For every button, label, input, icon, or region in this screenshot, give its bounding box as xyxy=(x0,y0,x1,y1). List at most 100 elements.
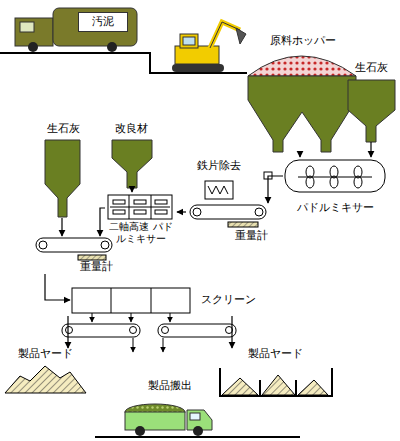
twin-shaft-mixer xyxy=(155,200,167,204)
twin-shaft-mixer: 二軸高速 パドルミキサー xyxy=(105,192,177,244)
node-label: 生石灰 xyxy=(47,123,80,136)
excavator xyxy=(210,22,240,48)
node-label: 製品ヤード xyxy=(18,348,73,361)
twin-shaft-mixer xyxy=(113,210,125,214)
belt-conveyor xyxy=(158,324,236,337)
quicklime-silo xyxy=(348,80,395,142)
product-yard-bunker xyxy=(298,380,328,395)
product-truck xyxy=(125,412,185,430)
belt-conveyor xyxy=(78,255,106,260)
product-truck xyxy=(125,404,212,436)
twin-shaft-mixer xyxy=(110,207,170,208)
node-label: 汚泥 xyxy=(92,16,114,29)
paddle-mixer xyxy=(285,160,385,192)
excavator xyxy=(210,22,240,48)
belt-conveyor xyxy=(36,238,112,260)
weigh-conveyor: 重量計 xyxy=(186,203,270,243)
product-truck: 製品搬出 xyxy=(120,380,220,438)
twin-shaft-mixer xyxy=(155,210,167,214)
screen xyxy=(170,313,171,322)
belt-conveyor xyxy=(228,222,258,227)
sludge-truck xyxy=(15,8,137,52)
paddle-mixer xyxy=(330,176,338,188)
modifier-hopper: 改良材 xyxy=(105,123,157,188)
belt-conveyor xyxy=(39,241,47,249)
belt-conveyor xyxy=(101,241,109,249)
screen xyxy=(72,288,190,313)
flow-arrow xyxy=(370,142,371,157)
twin-shaft-mixer xyxy=(108,195,172,219)
magnet xyxy=(205,181,233,199)
product-truck xyxy=(193,426,203,436)
node-label: 改良材 xyxy=(115,123,148,136)
node-label: スクリーン xyxy=(201,294,256,307)
raw-hopper xyxy=(248,76,356,152)
sludge-truck xyxy=(28,42,38,52)
sludge-truck xyxy=(15,18,53,46)
belt-conveyor xyxy=(190,205,266,227)
twin-shaft-mixer xyxy=(134,210,146,214)
flow-arrow xyxy=(299,153,300,157)
node-label: 原料ホッパー xyxy=(270,35,336,48)
sludge-truck xyxy=(107,42,117,52)
paddle-mixer xyxy=(298,177,372,178)
product-yard-bunker xyxy=(220,368,332,396)
belt-conveyor xyxy=(190,205,266,219)
belt-conveyor xyxy=(62,324,236,352)
excavator xyxy=(172,64,224,72)
product-yard-bunker xyxy=(222,378,258,395)
flow-arrow xyxy=(268,176,283,203)
flow-arrow xyxy=(177,211,186,212)
flow-arrow xyxy=(67,316,68,348)
quicklime-silo: 生石灰 xyxy=(40,123,86,218)
belt-conveyor xyxy=(62,324,140,337)
tank-label: 汚泥 xyxy=(78,12,128,32)
sludge-truck xyxy=(20,22,34,32)
raw-hopper xyxy=(248,56,356,76)
product-yard-bunker xyxy=(295,380,297,396)
node-label: 重量計 xyxy=(80,261,113,274)
flow-arrow xyxy=(131,188,132,192)
node-label: 鉄片除去 xyxy=(197,160,241,173)
product-truck xyxy=(190,413,200,420)
belt-conveyor xyxy=(130,327,137,334)
excavator xyxy=(172,22,246,72)
twin-shaft-mixer xyxy=(113,200,125,204)
belt-conveyor xyxy=(162,327,169,334)
node-label: パドルミキサー xyxy=(297,202,374,215)
node-label: 重量計 xyxy=(235,230,268,243)
paddle-mixer xyxy=(354,176,362,188)
node-label: 生石灰 xyxy=(355,62,388,75)
screen xyxy=(131,313,132,322)
magnet xyxy=(208,186,228,194)
screen xyxy=(111,288,112,313)
node-label: 製品ヤード xyxy=(248,348,303,361)
magnet xyxy=(205,181,233,199)
node-label: 製品搬出 xyxy=(148,380,192,393)
product-yard: 製品ヤード xyxy=(3,348,88,394)
node-label: 二軸高速 パドルミキサー xyxy=(107,221,175,244)
product-yard-bunker xyxy=(259,380,261,396)
product-yard-bunker xyxy=(262,375,295,395)
product-pile xyxy=(5,366,86,393)
screen xyxy=(72,288,190,322)
screen xyxy=(151,288,152,313)
belt-conveyor xyxy=(193,208,201,216)
excavator xyxy=(183,37,195,45)
flow-arrow xyxy=(231,316,232,348)
screen: スクリーン xyxy=(70,284,258,316)
sludge-truck xyxy=(53,8,137,46)
paddle-mixer xyxy=(285,160,385,192)
quicklime-silo xyxy=(45,140,80,217)
raw-hopper xyxy=(248,56,356,152)
belt-conveyor xyxy=(255,208,263,216)
paddle-mixer: パドルミキサー xyxy=(283,157,387,215)
excavator xyxy=(180,34,198,48)
modifier-hopper xyxy=(112,140,152,188)
iron-removal: 鉄片除去 xyxy=(188,160,250,202)
twin-shaft-mixer xyxy=(108,195,172,219)
twin-shaft-mixer xyxy=(134,200,146,204)
